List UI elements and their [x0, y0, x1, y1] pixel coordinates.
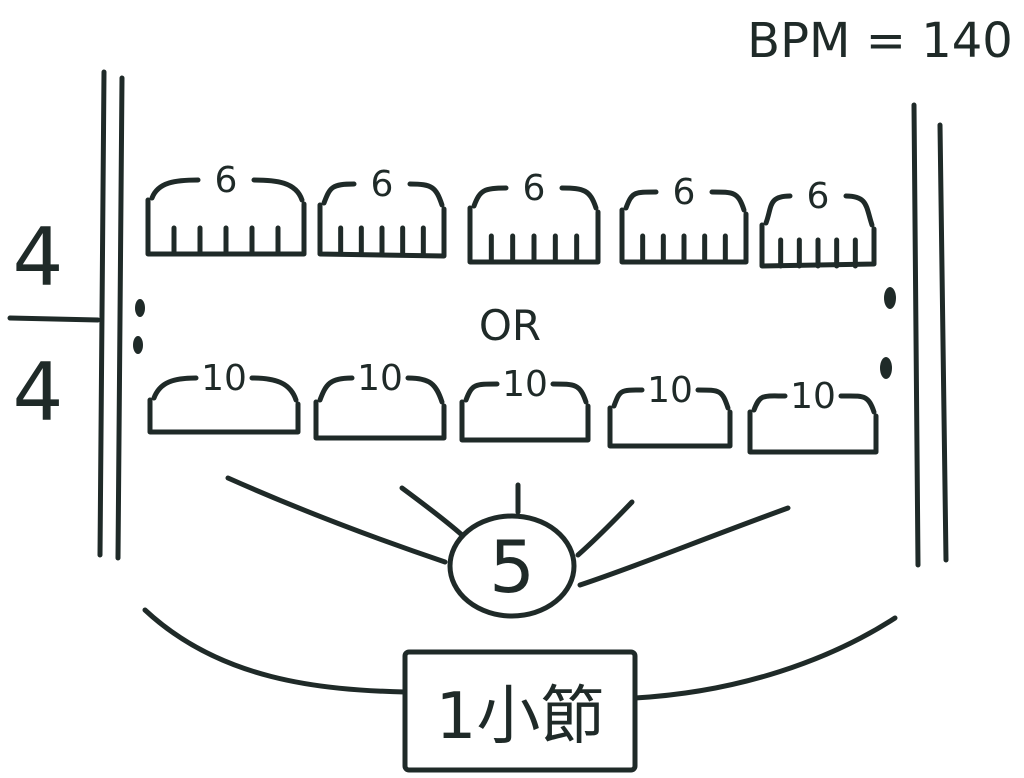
- measure-brace: 1小節: [142, 607, 898, 773]
- measure-label: 1小節: [436, 680, 605, 754]
- tuplet-bracket-right: [559, 185, 599, 211]
- ten-tuplet-group: 10: [313, 358, 447, 441]
- tuplet-bracket-left: [751, 393, 788, 413]
- group-count-brace: 5: [225, 475, 791, 619]
- tuplet-bracket-right: [405, 375, 445, 405]
- tempo-label: BPM = 140: [747, 13, 1013, 69]
- measure-brace-left: [142, 607, 408, 695]
- time-signature-top: 4: [13, 211, 64, 304]
- tuplet-bracket-right: [407, 181, 445, 208]
- repeat-dot-end-upper: [884, 287, 896, 309]
- tuplet-bracket-left: [149, 177, 201, 201]
- tuplet-number: 6: [371, 164, 394, 205]
- brace-line-right-inner: [575, 499, 635, 558]
- tuplet-bracket-left: [151, 375, 199, 401]
- tuplet-number: 6: [807, 176, 830, 217]
- brace-line-right-outer: [577, 505, 791, 588]
- ten-tuplet-row: 10 10 10 10 10: [147, 358, 879, 455]
- count-circle: [447, 513, 577, 619]
- end-barline-thin: [911, 102, 921, 568]
- tuplet-bracket-left: [471, 185, 509, 209]
- tuplet-number: 10: [790, 376, 836, 417]
- tuplet-bracket-right: [709, 189, 747, 213]
- measure-brace-right: [632, 615, 898, 701]
- sextuplet-row: 6 6 6 6 6: [145, 160, 877, 269]
- sextuplet-group: 6: [619, 172, 749, 265]
- sextuplet-group: 6: [317, 164, 447, 259]
- end-barline-thick: [937, 122, 949, 563]
- ten-tuplet-group: 10: [747, 376, 879, 455]
- ten-tuplet-group: 10: [607, 370, 733, 449]
- sextuplet-group: 6: [759, 176, 877, 269]
- repeat-dot-end-lower: [880, 357, 892, 379]
- tuplet-number: 6: [215, 160, 238, 201]
- repeat-dot-start-upper: [135, 299, 145, 317]
- tuplet-bracket-right: [838, 393, 877, 415]
- tuplet-number: 10: [502, 364, 548, 405]
- measure-box: [402, 649, 638, 773]
- tuplet-bracket-right: [695, 387, 731, 411]
- tuplet-number: 10: [357, 358, 403, 399]
- ten-tuplet-group: 10: [147, 358, 301, 435]
- sextuplet-group: 6: [467, 168, 601, 265]
- start-barline-thick: [115, 75, 125, 561]
- tuplet-bracket-right: [843, 193, 875, 228]
- tuplet-bracket-left: [463, 381, 500, 403]
- beam: [747, 409, 879, 455]
- start-barline-thin: [97, 69, 107, 558]
- tuplet-bracket-right: [249, 375, 299, 403]
- beam: [313, 399, 447, 441]
- tuplet-number: 10: [201, 358, 247, 399]
- tuplet-bracket-right: [251, 177, 305, 203]
- tuplet-bracket-left: [623, 189, 659, 211]
- sextuplet-group: 6: [145, 160, 307, 257]
- brace-line-left-inner: [399, 485, 465, 538]
- tuplet-bracket-left: [321, 181, 357, 206]
- tuplet-bracket-left: [317, 375, 355, 403]
- brace-line-left-outer: [225, 475, 448, 565]
- time-signature-bottom: 4: [13, 346, 64, 439]
- count-label: 5: [489, 525, 535, 609]
- or-label: OR: [479, 301, 541, 350]
- time-signature-divider: [7, 315, 101, 323]
- tuplet-number: 6: [523, 168, 546, 209]
- repeat-dot-start-lower: [133, 336, 143, 354]
- ten-tuplet-group: 10: [459, 364, 591, 443]
- tuplet-bracket-right: [550, 381, 589, 405]
- beam: [147, 397, 301, 435]
- beam: [459, 399, 591, 443]
- beam: [607, 405, 733, 449]
- tuplet-bracket-left: [611, 387, 645, 409]
- tuplet-number: 6: [673, 172, 696, 213]
- tuplet-number: 10: [647, 370, 693, 411]
- tuplet-bracket-left: [763, 193, 793, 226]
